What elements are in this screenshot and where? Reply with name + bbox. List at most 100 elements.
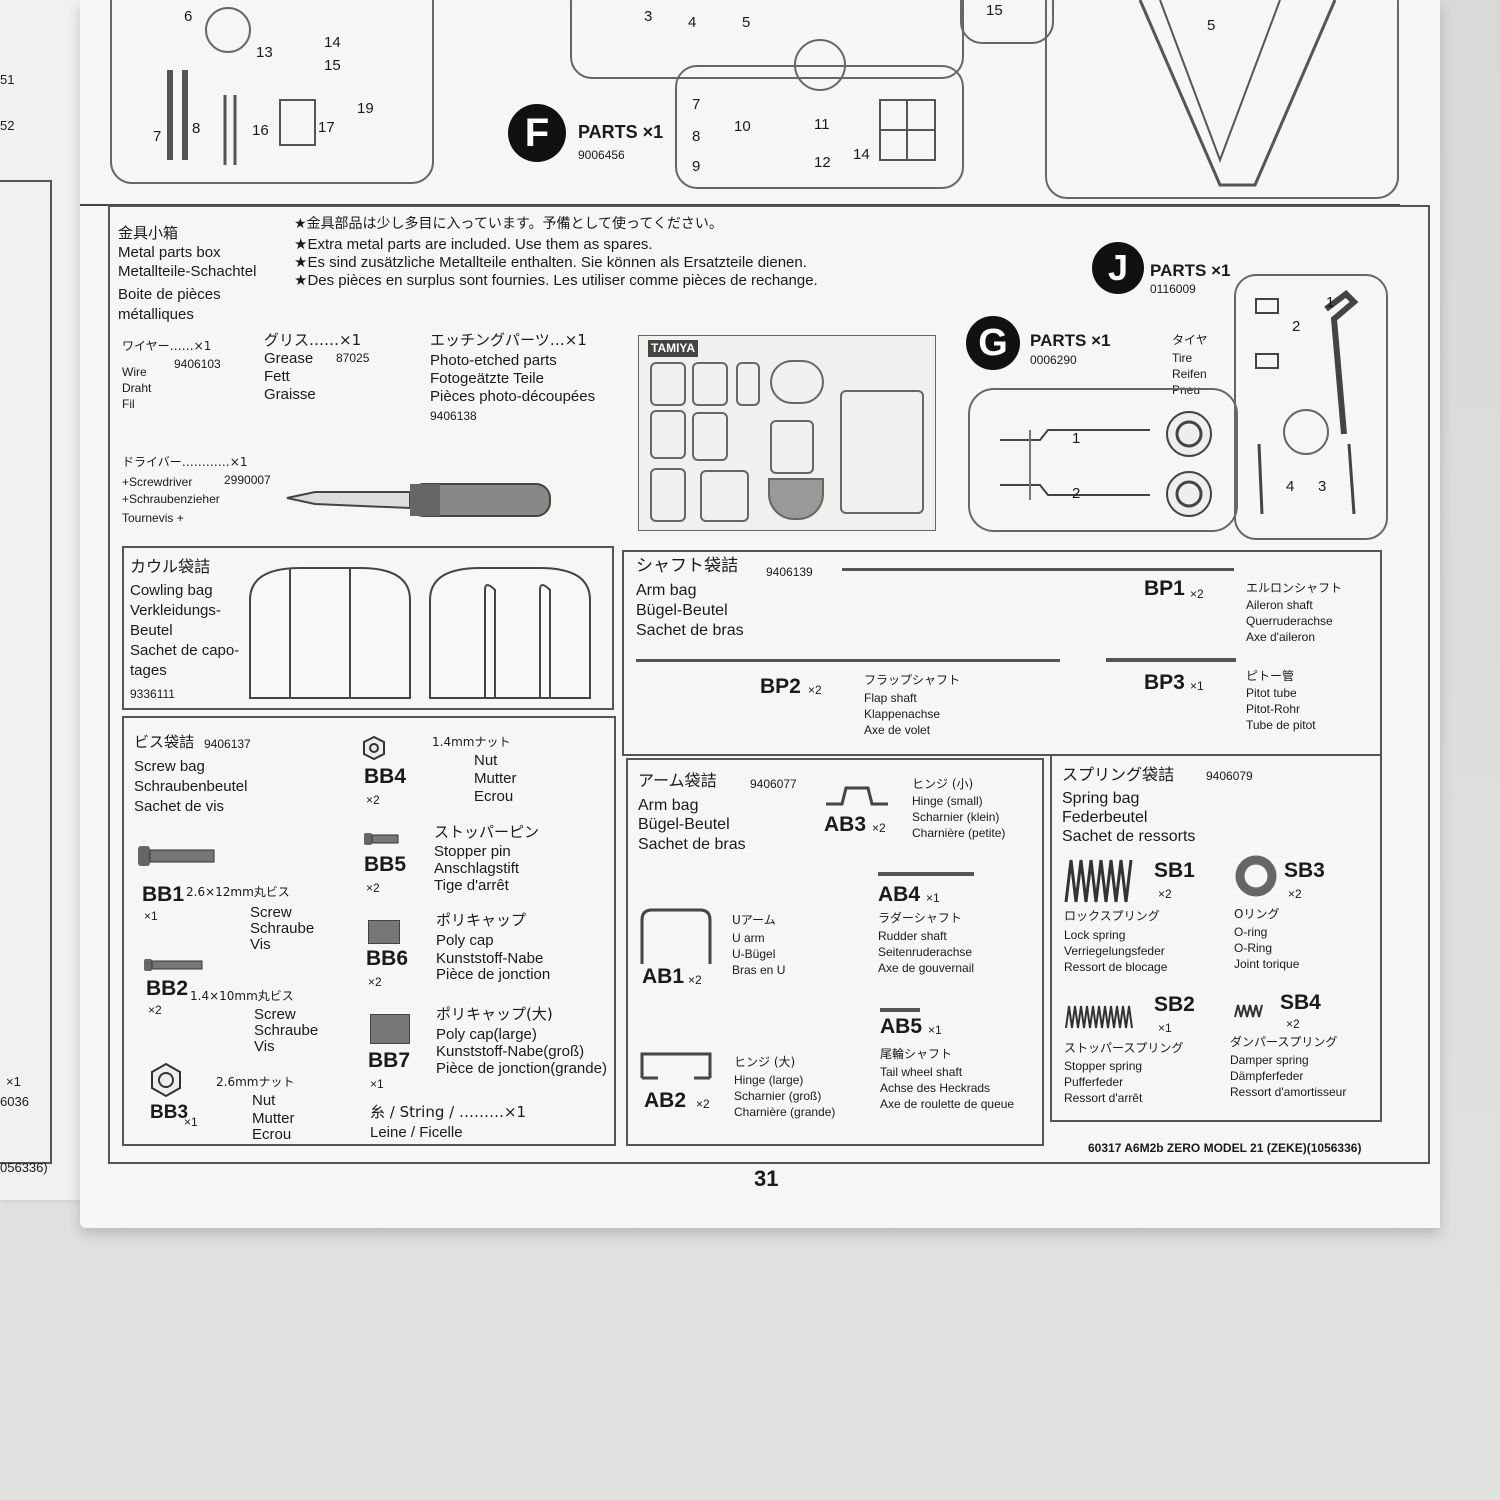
bb6-poly-cap-icon bbox=[368, 920, 400, 944]
tire-label-fr: Pneu bbox=[1172, 383, 1201, 397]
ab1-de: U-Bügel bbox=[732, 947, 776, 961]
metal-note-jp: ★金具部品は少し多目に入っています。予備として使ってください。 bbox=[294, 216, 723, 232]
bb1-qty: ×1 bbox=[144, 909, 158, 923]
photo-etched-part bbox=[770, 420, 814, 474]
photo-etched-part bbox=[700, 470, 749, 522]
bp3-en: Pitot tube bbox=[1246, 686, 1297, 700]
left-page-text: 51 bbox=[0, 72, 15, 87]
metal-note-fr: ★Des pièces en surplus sont fournies. Le… bbox=[294, 272, 818, 289]
cowling-title-jp: カウル袋詰 bbox=[130, 557, 211, 576]
bb3-de: Mutter bbox=[252, 1110, 295, 1127]
cowling-drawing bbox=[249, 567, 591, 699]
sprue-frame-e bbox=[110, 0, 434, 184]
ab3-de: Scharnier (klein) bbox=[912, 810, 1000, 824]
bb3-qty: ×1 bbox=[184, 1115, 198, 1129]
ab3-hinge-small-icon bbox=[826, 786, 888, 806]
shaft-bag-section bbox=[622, 550, 1382, 756]
sb2-de: Pufferfeder bbox=[1064, 1075, 1124, 1089]
part-number: 17 bbox=[318, 119, 335, 136]
sb4-code: SB4 bbox=[1280, 991, 1321, 1014]
ab1-u-arm-icon bbox=[640, 908, 712, 964]
sb2-code: SB2 bbox=[1154, 993, 1195, 1016]
bp2-jp: フラップシャフト bbox=[864, 673, 961, 687]
spring-code: 9406079 bbox=[1206, 769, 1253, 783]
sb3-code: SB3 bbox=[1284, 859, 1325, 882]
bb7-qty: ×1 bbox=[370, 1077, 384, 1091]
sb4-qty: ×2 bbox=[1286, 1017, 1300, 1031]
ab2-en: Hinge (large) bbox=[734, 1073, 804, 1087]
sb4-fr: Ressort d'amortisseur bbox=[1230, 1085, 1347, 1099]
screwdriver-label-en: +Screwdriver bbox=[122, 475, 193, 489]
bp3-code: BP3 bbox=[1144, 671, 1185, 694]
part-number: 16 bbox=[252, 122, 269, 139]
metal-note-de: ★Es sind zusätzliche Metallteile enthalt… bbox=[294, 254, 807, 271]
arm-bag-section bbox=[626, 758, 1044, 1146]
sprue-frame-f-top bbox=[570, 0, 964, 79]
photo-etched-part bbox=[650, 468, 686, 522]
bb6-qty: ×2 bbox=[368, 975, 382, 989]
bb2-qty: ×2 bbox=[148, 1003, 162, 1017]
part-number: 19 bbox=[357, 100, 374, 117]
sb1-de: Verriegelungsfeder bbox=[1064, 944, 1165, 958]
cowling-title-de: Verkleidungs- bbox=[130, 602, 221, 619]
ab5-tail-wheel-shaft-icon bbox=[880, 1008, 920, 1012]
part-number: 3 bbox=[644, 8, 653, 25]
bb7-jp: ポリキャップ(大) bbox=[436, 1005, 553, 1023]
photo-etched-part bbox=[770, 360, 824, 404]
sb4-en: Damper spring bbox=[1230, 1053, 1309, 1067]
left-page-text: 056336) bbox=[0, 1160, 48, 1175]
pitot-tube-icon bbox=[1106, 658, 1236, 662]
spring-title-jp: スプリング袋詰 bbox=[1062, 765, 1175, 784]
sb4-de: Dämpferfeder bbox=[1230, 1069, 1304, 1083]
bp1-jp: エルロンシャフト bbox=[1246, 581, 1343, 595]
bp2-en: Flap shaft bbox=[864, 691, 917, 705]
bp1-en: Aileron shaft bbox=[1246, 598, 1313, 612]
ab5-fr: Axe de roulette de queue bbox=[880, 1097, 1015, 1111]
tire-label-de: Reifen bbox=[1172, 367, 1207, 381]
string-label-fr: Leine / Ficelle bbox=[370, 1124, 463, 1141]
part-number: 14 bbox=[324, 34, 341, 51]
sb1-code: SB1 bbox=[1154, 859, 1195, 882]
tire-label-en: Tire bbox=[1172, 351, 1193, 365]
cowling-title-de: Beutel bbox=[130, 622, 173, 639]
part-number: 15 bbox=[986, 2, 1003, 19]
sb3-en: O-ring bbox=[1234, 925, 1268, 939]
screw-bag-section bbox=[122, 716, 616, 1146]
bb2-fr: Vis bbox=[254, 1038, 275, 1055]
screw-code: 9406137 bbox=[204, 737, 251, 751]
cowling-bag-section bbox=[122, 546, 614, 710]
bb5-code: BB5 bbox=[364, 853, 407, 876]
bb5-en: Stopper pin bbox=[434, 843, 511, 860]
wire-label-en: Wire bbox=[122, 365, 147, 379]
ab1-code: AB1 bbox=[642, 965, 685, 988]
bb4-nut-icon bbox=[363, 735, 385, 761]
g-parts-letter-icon: G bbox=[966, 316, 1020, 370]
part-number: 12 bbox=[814, 154, 831, 171]
ab1-fr: Bras en U bbox=[732, 963, 786, 977]
spring-title-en: Spring bag bbox=[1062, 790, 1140, 807]
bb7-en: Poly cap(large) bbox=[436, 1026, 537, 1043]
bb5-de: Anschlagstift bbox=[434, 860, 520, 877]
bp1-de: Querruderachse bbox=[1246, 614, 1333, 628]
grease-label-fr: Graisse bbox=[264, 386, 316, 403]
bb3-fr: Ecrou bbox=[252, 1126, 292, 1143]
bb1-en: Screw bbox=[250, 904, 292, 921]
arm-code: 9406077 bbox=[750, 777, 797, 791]
photo-etched-code: 9406138 bbox=[430, 409, 477, 423]
shaft-title-en: Arm bag bbox=[636, 582, 697, 599]
bb4-en: Nut bbox=[474, 752, 498, 769]
sb2-jp: ストッパースプリング bbox=[1064, 1041, 1184, 1055]
ab3-code: AB3 bbox=[824, 813, 867, 836]
ab5-de: Achse des Heckrads bbox=[880, 1081, 991, 1095]
bb1-screw-icon bbox=[138, 846, 215, 866]
spring-title-de: Federbeutel bbox=[1062, 809, 1148, 826]
bp3-fr: Tube de pitot bbox=[1246, 718, 1316, 732]
bb2-screw-icon bbox=[144, 959, 203, 971]
part-number: 8 bbox=[692, 128, 701, 145]
part-number: 5 bbox=[742, 14, 751, 31]
left-page-text: ×1 bbox=[6, 1074, 21, 1089]
bb2-code: BB2 bbox=[146, 977, 189, 1000]
j-parts-label: PARTS ×1 bbox=[1150, 261, 1231, 280]
bp2-code: BP2 bbox=[760, 675, 801, 698]
wire-label-de: Draht bbox=[122, 381, 152, 395]
